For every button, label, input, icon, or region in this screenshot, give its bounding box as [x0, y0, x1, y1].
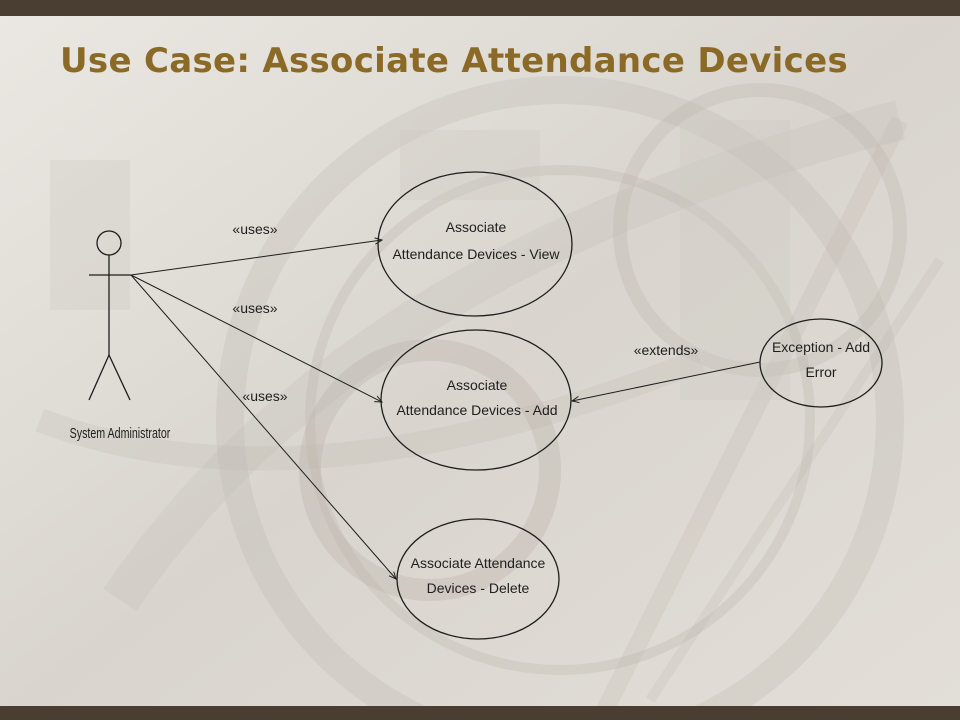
use-case-delete-line-1: Associate Attendance — [411, 555, 546, 571]
relation-uses-delete — [130, 274, 396, 579]
use-case-add-ellipse — [380, 329, 572, 471]
use-case-add-line-1: Associate — [447, 377, 508, 393]
actor-left-leg — [88, 354, 110, 401]
label-uses-add: «uses» — [232, 300, 277, 316]
slide-title: Use Case: Associate Attendance Devices — [60, 41, 848, 81]
use-case-delete-ellipse — [396, 518, 560, 640]
actor-name: System Administrator — [70, 426, 171, 442]
use-case-view-ellipse — [377, 171, 573, 317]
use-case-delete-line-2: Devices - Delete — [427, 580, 530, 596]
top-bar — [0, 0, 960, 16]
bottom-bar — [0, 706, 960, 720]
label-uses-delete: «uses» — [242, 388, 287, 404]
actor-system-administrator — [88, 230, 131, 401]
actor-right-leg — [108, 354, 131, 401]
use-case-exception: Exception - Add Error — [759, 318, 883, 408]
label-extends-add: «extends» — [634, 342, 699, 358]
use-case-exception-line-2: Error — [805, 364, 836, 380]
relation-uses-view — [130, 240, 382, 276]
use-case-add-line-2: Attendance Devices - Add — [396, 402, 557, 418]
use-case-view: Associate Attendance Devices - View — [377, 171, 573, 317]
use-case-view-line-1: Associate — [446, 219, 507, 235]
actor-head — [96, 230, 122, 256]
use-case-exception-ellipse — [759, 318, 883, 408]
relation-extends-add — [572, 361, 761, 401]
use-case-exception-line-1: Exception - Add — [772, 339, 870, 355]
use-case-delete: Associate Attendance Devices - Delete — [396, 518, 560, 640]
use-case-view-line-2: Attendance Devices - View — [392, 246, 560, 262]
label-uses-view: «uses» — [232, 221, 277, 237]
relation-uses-add — [130, 274, 382, 402]
use-case-add: Associate Attendance Devices - Add — [380, 329, 572, 471]
